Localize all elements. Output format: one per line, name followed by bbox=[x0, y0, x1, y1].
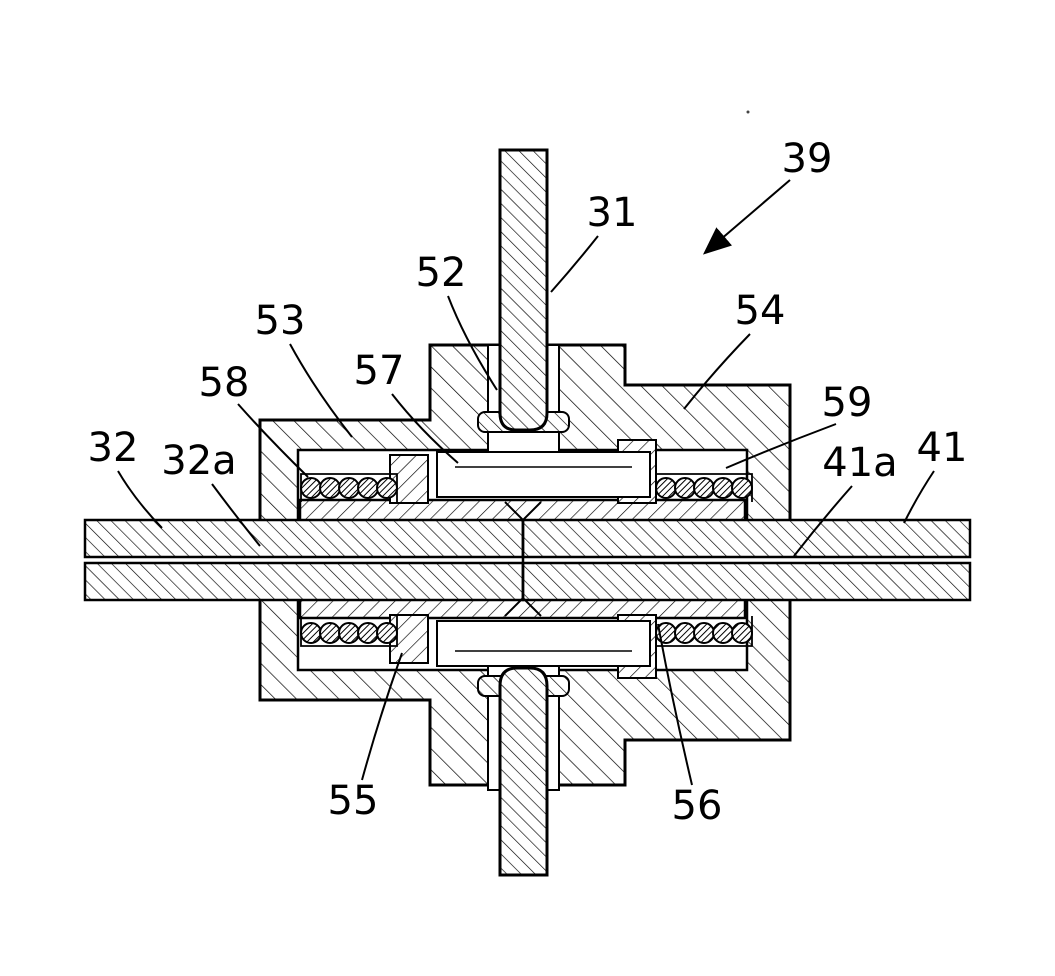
spring-coil bbox=[300, 622, 322, 644]
label-41: 41 bbox=[917, 425, 968, 471]
spring-top-right bbox=[655, 477, 753, 499]
spring-coil bbox=[300, 477, 322, 499]
leader-59 bbox=[725, 423, 837, 469]
label-32a: 32a bbox=[161, 438, 236, 484]
spring-coil bbox=[693, 477, 715, 499]
leader-52 bbox=[447, 295, 498, 391]
retainer-plate-bottom bbox=[436, 620, 651, 667]
label-32: 32 bbox=[88, 425, 139, 471]
label-59: 59 bbox=[822, 380, 873, 426]
label-52: 52 bbox=[416, 250, 467, 296]
vertical-shaft-bottom bbox=[498, 666, 549, 877]
label-31: 31 bbox=[587, 190, 638, 236]
leader-55 bbox=[361, 652, 403, 781]
spring-coil bbox=[731, 477, 753, 499]
left-shaft-upper bbox=[83, 518, 525, 559]
spring-coil bbox=[338, 622, 360, 644]
label-41a: 41a bbox=[822, 440, 897, 486]
spring-coil bbox=[693, 622, 715, 644]
spring-top-left bbox=[300, 477, 398, 499]
leader-53 bbox=[289, 343, 353, 438]
label-54: 54 bbox=[735, 288, 786, 334]
spring-coil bbox=[376, 477, 398, 499]
leader-57 bbox=[391, 393, 459, 464]
label-57: 57 bbox=[354, 348, 405, 394]
arrow-39 bbox=[702, 179, 791, 255]
leader-32a bbox=[211, 483, 261, 547]
spring-coil bbox=[674, 477, 696, 499]
bore-gap bbox=[85, 556, 970, 564]
leader-56 bbox=[657, 623, 693, 786]
label-56: 56 bbox=[672, 783, 723, 829]
leader-lines bbox=[117, 179, 935, 786]
leader-41 bbox=[903, 470, 935, 524]
spring-coil bbox=[319, 477, 341, 499]
spring-bottom-right bbox=[655, 622, 753, 644]
spring-coil bbox=[357, 622, 379, 644]
label-58: 58 bbox=[199, 360, 250, 406]
spring-coil bbox=[731, 622, 753, 644]
left-shaft-lower bbox=[83, 561, 525, 602]
vertical-shaft-top bbox=[498, 148, 549, 432]
label-53: 53 bbox=[255, 298, 306, 344]
hub-tab-top-left bbox=[389, 454, 429, 504]
spring-coil bbox=[655, 477, 677, 499]
right-shaft-upper bbox=[521, 518, 972, 559]
reference-labels: 39 31 52 53 54 57 58 59 32 32a 41a 41 55… bbox=[88, 136, 968, 829]
label-55: 55 bbox=[328, 778, 379, 824]
joint-chamfer-bottom bbox=[504, 596, 542, 617]
spring-coil bbox=[712, 622, 734, 644]
spring-coil bbox=[712, 477, 734, 499]
stray-dot bbox=[746, 110, 750, 114]
leader-41a bbox=[793, 485, 853, 557]
spring-bottom-left bbox=[300, 622, 398, 644]
spring-coil bbox=[674, 622, 696, 644]
leader-58 bbox=[237, 403, 309, 478]
leader-54 bbox=[683, 333, 751, 410]
spring-coil bbox=[338, 477, 360, 499]
retainer-plate-top bbox=[436, 451, 651, 498]
spring-coil bbox=[319, 622, 341, 644]
spring-coil bbox=[376, 622, 398, 644]
leader-32 bbox=[117, 470, 163, 529]
right-shaft-lower bbox=[521, 561, 972, 602]
joint-chamfer-top bbox=[504, 501, 542, 522]
leader-31 bbox=[550, 235, 599, 293]
label-39: 39 bbox=[782, 136, 833, 182]
spring-coil bbox=[357, 477, 379, 499]
